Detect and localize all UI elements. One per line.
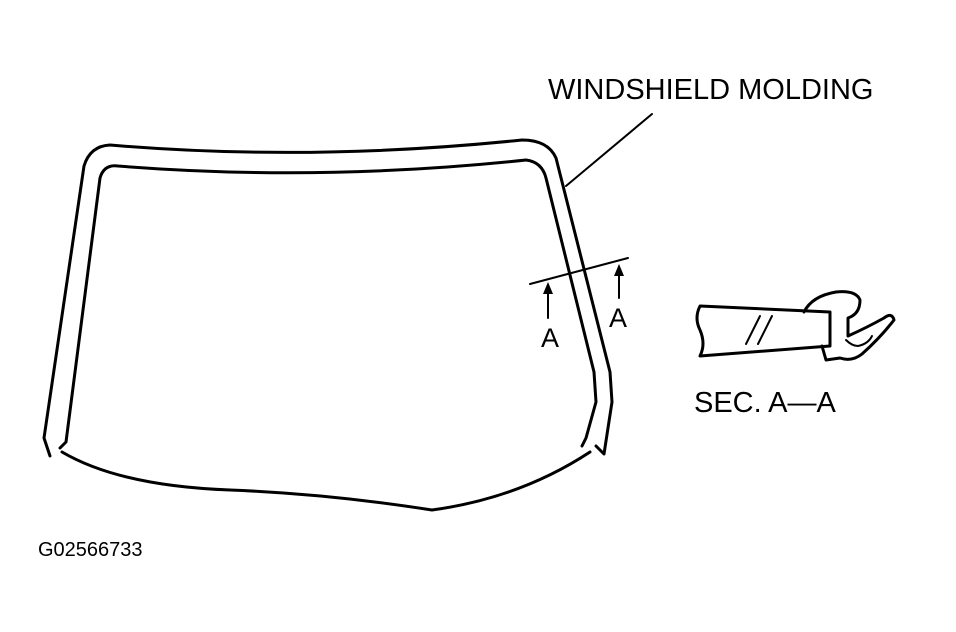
windshield-bottom-edge <box>60 450 592 512</box>
windshield-inner-outline <box>58 158 598 450</box>
section-molding-lip <box>845 335 873 348</box>
section-detail <box>695 290 896 362</box>
windshield-outer-outline <box>42 138 614 458</box>
section-cut-line <box>529 257 629 285</box>
molding-leader-line <box>565 113 653 187</box>
section-molding-profile <box>802 290 896 362</box>
section-marker-right: A <box>609 303 627 333</box>
section-hatch-line <box>757 315 773 345</box>
section-arrowhead-left <box>543 282 553 294</box>
section-hatch-line <box>745 315 761 345</box>
section-caption: SEC. A—A <box>694 387 836 419</box>
section-arrowhead-right <box>614 264 624 276</box>
molding-label: WINDSHIELD MOLDING <box>548 74 873 106</box>
figure-code: G02566733 <box>38 539 143 561</box>
section-marker-left: A <box>541 323 559 353</box>
section-glass-panel <box>695 304 832 358</box>
